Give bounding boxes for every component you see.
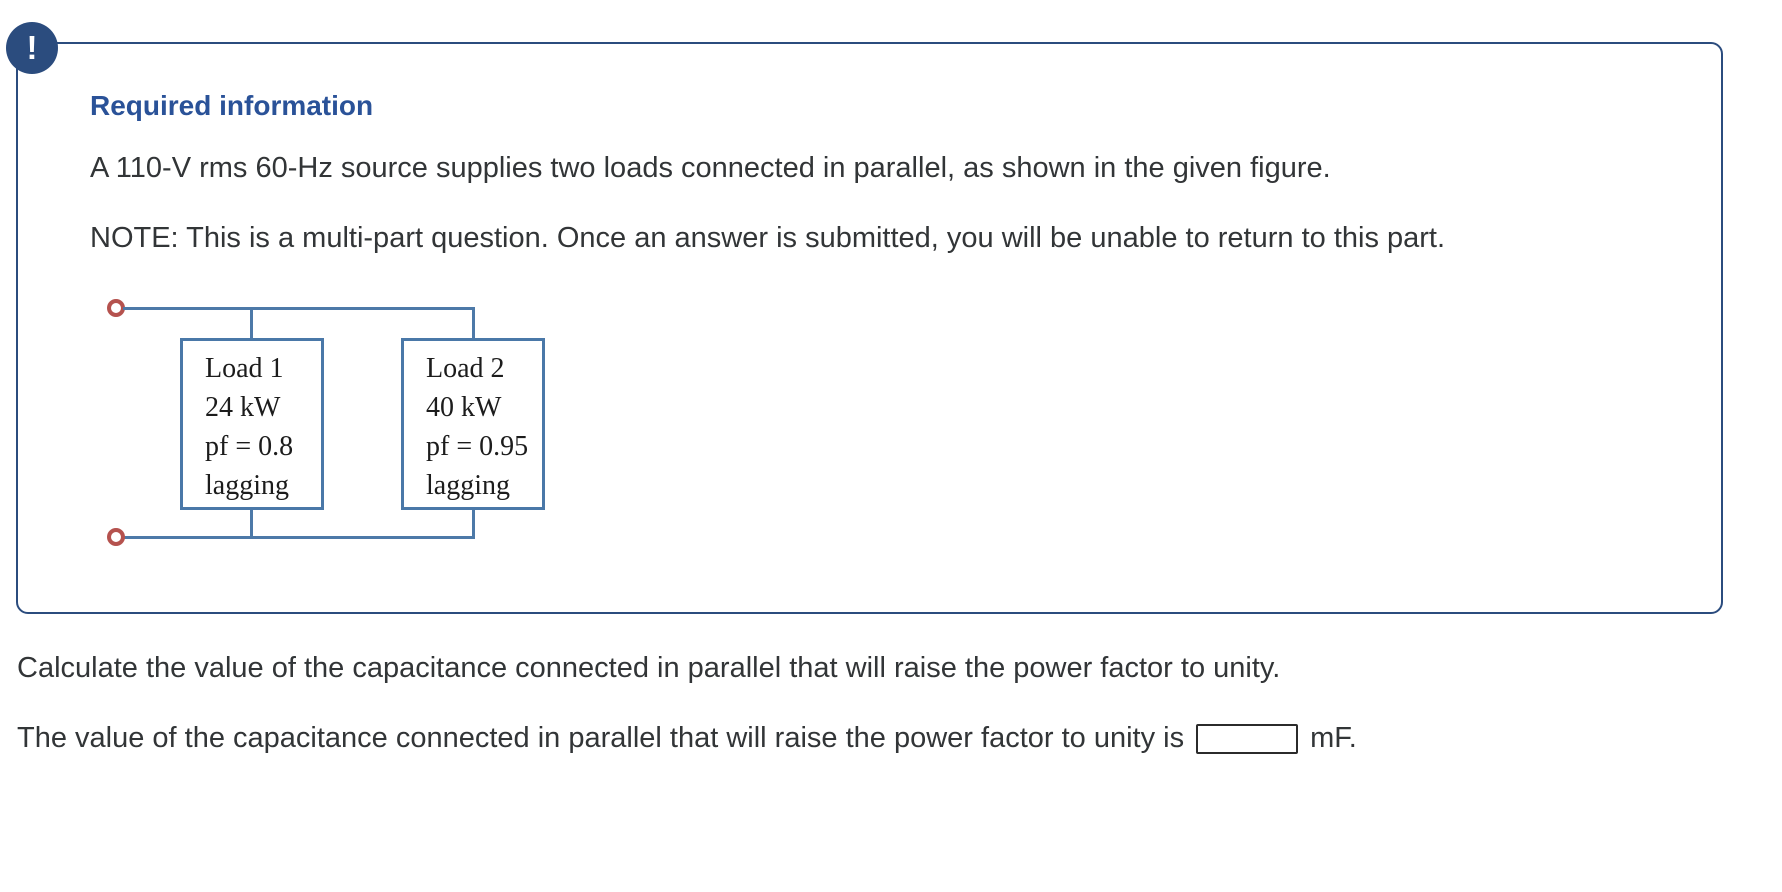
load2-power: 40 kW [426,392,502,423]
top-terminal-node [107,299,125,317]
question-prompt: Calculate the value of the capacitance c… [17,652,1281,684]
load2-mode: lagging [426,470,510,501]
bottom-wire [123,536,475,539]
capacitance-answer-input[interactable] [1196,723,1299,754]
load1-pf: pf = 0.8 [205,431,294,462]
load2-top-lead [472,307,475,340]
top-wire [123,307,475,310]
alert-exclamation-badge: ! [6,22,58,74]
load1-bottom-lead [250,510,253,539]
answer-prefix-text: The value of the capacitance connected i… [17,722,1185,754]
load1-top-lead [250,307,253,340]
load2-pf: pf = 0.95 [426,431,529,462]
required-information-heading: Required information [90,90,374,121]
load1-power: 24 kW [205,392,281,423]
load1-title: Load 1 [205,353,284,384]
circuit-figure: Load 1 24 kW pf = 0.8 lagging Load 2 40 … [18,44,1721,612]
load1-mode: lagging [205,470,289,501]
load1-box: Load 1 24 kW pf = 0.8 lagging [180,338,324,510]
answer-row: The value of the capacitance connected i… [17,722,1357,755]
answer-unit-text: mF. [1310,722,1357,754]
multipart-note: NOTE: This is a multi-part question. Onc… [90,222,1446,254]
load2-bottom-lead [472,510,475,539]
load2-box: Load 2 40 kW pf = 0.95 lagging [401,338,545,510]
problem-statement: A 110-V rms 60-Hz source supplies two lo… [90,152,1331,184]
load2-title: Load 2 [426,353,505,384]
required-information-card: Required information A 110-V rms 60-Hz s… [16,42,1723,614]
bottom-terminal-node [107,528,125,546]
exclamation-icon: ! [26,29,38,66]
